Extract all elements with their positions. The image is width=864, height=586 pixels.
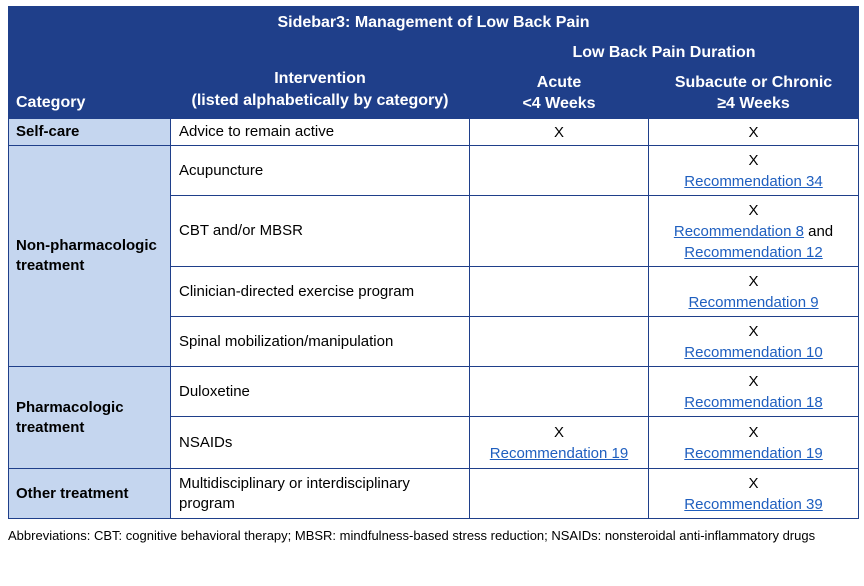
chronic-mark: X: [748, 372, 759, 390]
table-row: Spinal mobilization/manipulation X Recom…: [9, 316, 860, 367]
management-table: Sidebar3: Management of Low Back Pain Ca…: [7, 6, 860, 519]
recommendation-link[interactable]: Recommendation 8: [673, 222, 804, 240]
acute-empty: [469, 468, 649, 519]
sidebar-table-container: Sidebar3: Management of Low Back Pain Ca…: [7, 6, 860, 546]
chronic-rec-line: Recommendation 8 and: [649, 221, 858, 242]
header-duration: Low Back Pain Duration: [468, 38, 860, 67]
recommendation-link[interactable]: Recommendation 19: [489, 444, 629, 462]
acute-empty: [469, 266, 649, 317]
acute-mark: X: [469, 118, 649, 146]
header-acute-line1: Acute: [536, 73, 582, 91]
recommendation-link[interactable]: Recommendation 19: [684, 444, 823, 462]
header-acute: Acute <4 Weeks: [469, 66, 649, 119]
table-row: Non-pharmacologic treatment Acupuncture …: [8, 145, 860, 367]
intervention-nsaids: NSAIDs: [170, 416, 470, 469]
intervention-advice: Advice to remain active: [170, 118, 470, 146]
recommendation-link[interactable]: Recommendation 10: [684, 343, 823, 361]
header-intervention-line1: Intervention: [274, 70, 366, 87]
chronic-cell: X Recommendation 34: [647, 145, 860, 196]
category-pharmacologic: Pharmacologic treatment: [8, 366, 171, 469]
table-row: Self-care Advice to remain active X X: [8, 118, 860, 146]
abbreviations-footnote: Abbreviations: CBT: cognitive behavioral…: [8, 528, 816, 543]
recommendation-link[interactable]: Recommendation 18: [684, 393, 823, 411]
acute-mark: X: [553, 423, 564, 441]
chronic-mark: X: [748, 201, 759, 219]
intervention-multi: Multidisciplinary or interdisciplinary p…: [170, 468, 470, 519]
recommendation-link[interactable]: Recommendation 39: [684, 495, 823, 513]
chronic-mark: X: [748, 423, 759, 441]
intervention-spinal: Spinal mobilization/manipulation: [170, 316, 470, 367]
table-row: Clinician-directed exercise program X Re…: [9, 266, 860, 317]
intervention-exercise: Clinician-directed exercise program: [170, 266, 470, 317]
header-intervention: Intervention (listed alphabetically by c…: [170, 38, 470, 119]
header-chronic-line1: Subacute or Chronic: [674, 73, 833, 91]
and-text: and: [803, 222, 834, 240]
header-chronic: Subacute or Chronic ≥4 Weeks: [647, 66, 860, 119]
intervention-cbt: CBT and/or MBSR: [170, 195, 470, 267]
header-chronic-line2: ≥4 Weeks: [717, 94, 790, 112]
intervention-acupuncture: Acupuncture: [170, 145, 470, 196]
header-category: Category: [8, 38, 171, 119]
acute-empty: [469, 316, 649, 367]
chronic-mark: X: [748, 322, 759, 340]
intervention-duloxetine: Duloxetine: [170, 366, 470, 417]
chronic-mark: X: [748, 474, 759, 492]
chronic-mark: X: [748, 272, 759, 290]
chronic-cell: X Recommendation 18: [647, 366, 860, 417]
acute-empty: [469, 366, 649, 417]
chronic-mark: X: [748, 151, 759, 169]
acute-empty: [469, 145, 649, 196]
chronic-mark: X: [647, 118, 860, 146]
header-acute-line2: <4 Weeks: [522, 94, 596, 112]
recommendation-link[interactable]: Recommendation 9: [688, 293, 819, 311]
recommendation-link[interactable]: Recommendation 12: [684, 243, 823, 261]
category-self-care: Self-care: [8, 118, 171, 146]
chronic-cell: X Recommendation 10: [647, 316, 860, 367]
acute-cell: X Recommendation 19: [469, 416, 649, 469]
chronic-cell: X Recommendation 19: [647, 416, 860, 469]
chronic-cell: X Recommendation 8 and Recommendation 12: [647, 195, 860, 267]
header-intervention-line2: (listed alphabetically by category): [191, 92, 449, 109]
category-other: Other treatment: [8, 468, 171, 519]
table-title: Sidebar3: Management of Low Back Pain: [7, 6, 860, 39]
table-row: Other treatment Multidisciplinary or int…: [8, 468, 860, 519]
acute-empty: [469, 195, 649, 267]
category-non-pharmacologic: Non-pharmacologic treatment: [8, 145, 171, 367]
chronic-cell: X Recommendation 39: [647, 468, 860, 519]
chronic-cell: X Recommendation 9: [647, 266, 860, 317]
table-row: Pharmacologic treatment Duloxetine X Rec…: [8, 366, 860, 469]
recommendation-link[interactable]: Recommendation 34: [684, 172, 823, 190]
